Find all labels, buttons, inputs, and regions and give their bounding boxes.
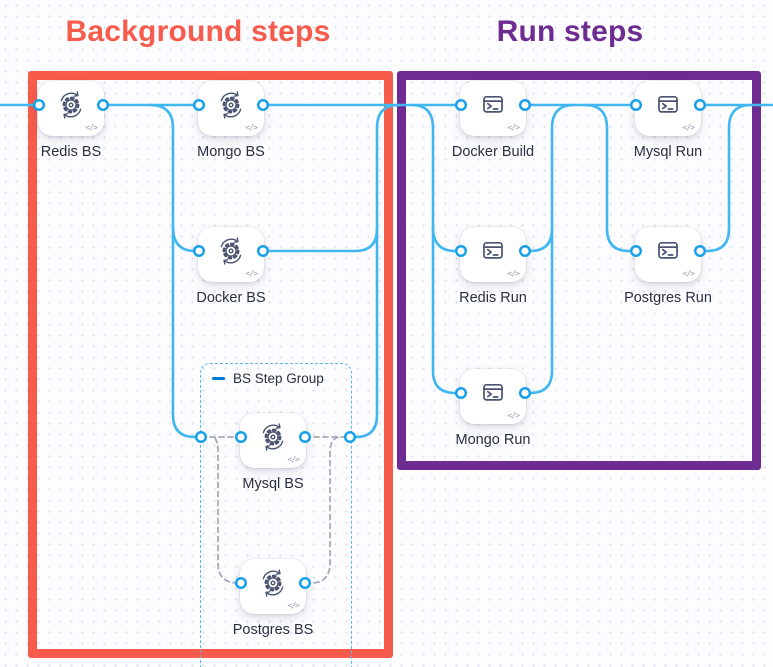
- step-card[interactable]: </>: [635, 81, 701, 136]
- code-glyph-icon: </>: [245, 269, 258, 278]
- step-card[interactable]: </>: [460, 227, 526, 282]
- run-step-icon: [483, 241, 503, 259]
- step-label: Mysql Run: [633, 144, 703, 160]
- step-label: Mysql BS: [242, 476, 304, 492]
- step-card[interactable]: </>: [198, 81, 264, 136]
- bs-step-group-container[interactable]: [200, 363, 352, 667]
- step-label: Postgres Run: [624, 290, 712, 306]
- step-card[interactable]: </>: [460, 81, 526, 136]
- background-step-icon: [219, 90, 243, 120]
- step-label: Mongo Run: [455, 432, 531, 448]
- run-steps-title: Run steps: [496, 15, 644, 48]
- code-glyph-icon: </>: [682, 269, 695, 278]
- background-step-icon: [59, 90, 83, 120]
- step-card[interactable]: </>: [460, 369, 526, 424]
- code-glyph-icon: </>: [507, 123, 520, 132]
- node-postgres-bs[interactable]: </> Postgres BS: [233, 559, 313, 638]
- code-glyph-icon: </>: [682, 123, 695, 132]
- background-step-icon: [261, 568, 285, 598]
- step-group-label: BS Step Group: [233, 371, 324, 386]
- code-glyph-icon: </>: [85, 123, 98, 132]
- node-mysql-bs[interactable]: </> Mysql BS: [240, 413, 306, 492]
- run-step-icon: [483, 383, 503, 401]
- run-step-icon: [658, 95, 678, 113]
- code-glyph-icon: </>: [507, 411, 520, 420]
- code-glyph-icon: </>: [507, 269, 520, 278]
- run-steps-frame: [397, 71, 761, 470]
- node-redis-run[interactable]: </> Redis Run: [459, 227, 527, 306]
- step-label: Redis Run: [459, 290, 527, 306]
- step-card[interactable]: </>: [240, 559, 306, 614]
- node-docker-bs[interactable]: </> Docker BS: [196, 227, 266, 306]
- code-glyph-icon: </>: [287, 601, 300, 610]
- step-label: Postgres BS: [232, 622, 314, 638]
- step-label: Mongo BS: [197, 144, 265, 160]
- code-glyph-icon: </>: [287, 455, 300, 464]
- node-docker-build[interactable]: </> Docker Build: [452, 81, 534, 160]
- background-steps-title: Background steps: [65, 15, 331, 48]
- code-glyph-icon: </>: [245, 123, 258, 132]
- node-mongo-bs[interactable]: </> Mongo BS: [197, 81, 265, 160]
- step-label: Docker BS: [196, 290, 266, 306]
- step-card[interactable]: </>: [38, 81, 104, 136]
- node-mysql-run[interactable]: </> Mysql Run: [634, 81, 702, 160]
- bs-step-group-header: BS Step Group: [212, 371, 324, 386]
- step-card[interactable]: </>: [240, 413, 306, 468]
- node-redis-bs[interactable]: </> Redis BS: [38, 81, 104, 160]
- collapse-icon[interactable]: [212, 377, 225, 380]
- step-label: Redis BS: [40, 144, 102, 160]
- step-label: Docker Build: [451, 144, 535, 160]
- background-step-icon: [261, 422, 285, 452]
- node-postgres-run[interactable]: </> Postgres Run: [624, 227, 712, 306]
- run-step-icon: [483, 95, 503, 113]
- run-step-icon: [658, 241, 678, 259]
- node-mongo-run[interactable]: </> Mongo Run: [456, 369, 530, 448]
- background-step-icon: [219, 236, 243, 266]
- step-card[interactable]: </>: [635, 227, 701, 282]
- step-card[interactable]: </>: [198, 227, 264, 282]
